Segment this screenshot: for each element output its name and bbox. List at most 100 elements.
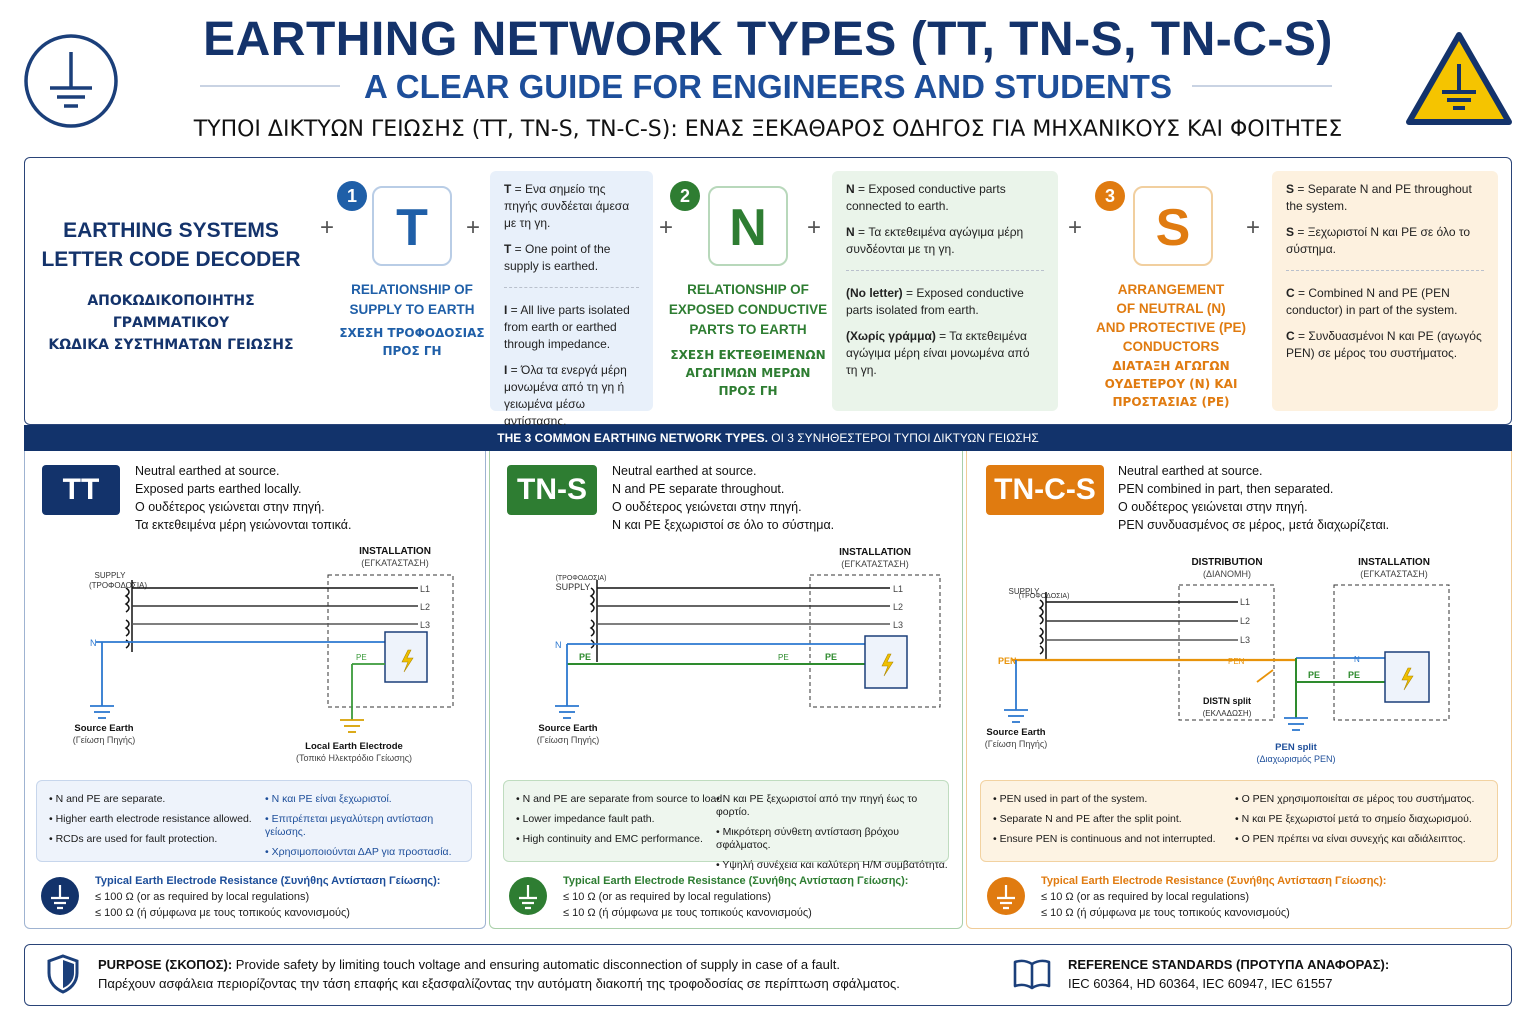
tn-c-s-diagram: DISTRIBUTION (ΔΙΑΝΟΜΗ) INSTALLATION (ΕΓΚ… [985,557,1450,764]
tn-s-source-earth-label-greek: (Γείωση Πηγής) [537,735,599,745]
tn-s-installation-label-greek: (ΕΓΚΑΤΑΣΤΑΣΗ) [841,559,909,569]
decoder-title-greek-line1: ΑΠΟΚΩΔΙΚΟΠΟΙΗΤΗΣ ΓΡΑΜΜΑΤΙΚΟΥ [87,293,255,331]
definition-text: = Συνδυασμένοι N και PE (αγωγός PEN) σε … [1286,329,1482,360]
definition-text: = Exposed conductive parts isolated from… [846,286,1024,317]
definition: N = Τα εκτεθειμένα αγώγιμα μέρη συνδέοντ… [846,224,1044,258]
tn-s-panel [489,451,963,929]
tt-description-line: Τα εκτεθειμένα μέρη γειώνονται τοπικά. [135,518,352,532]
tn-s-bullets-greek: N και PE ξεχωριστοί από την πηγή έως το … [716,793,948,879]
definition-text: = Ενα σημείο της πηγής συνδέεται άμεσα μ… [504,182,630,230]
letter-s-definitions: S = Separate N and PE throughout the sys… [1272,171,1498,411]
letter-s-label-line: OF NEUTRAL (N) [1116,301,1226,316]
letter-t-label-greek-line: ΠΡΟΣ ΓΗ [382,344,442,358]
list-item: PEN used in part of the system. [993,793,1216,806]
definition-key: (Χωρίς γράμμα) [846,329,936,343]
shield-icon [47,954,79,994]
tt-badge: TT [42,465,120,515]
purpose-text: PURPOSE (ΣΚΟΠΟΣ): Provide safety by limi… [98,955,978,993]
decoder-title-line1: EARTHING SYSTEMS [63,219,279,242]
tn-c-s-source-earth-label: Source Earth [986,727,1045,738]
resistance-title: Typical Earth Electrode Resistance (Συνή… [95,875,441,887]
tt-neutral-label: N [90,638,97,648]
list-item: Ο PEN πρέπει να είναι συνεχής και αδιάλε… [1235,833,1474,846]
definition: I = All live parts isolated from earth o… [504,302,639,353]
decoder-title: EARTHING SYSTEMS LETTER CODE DECODER [40,216,302,274]
tn-c-s-line-label: L1 [1240,597,1250,607]
definition-key: C [1286,286,1295,300]
tn-c-s-transformer-coils [1038,592,1047,660]
step-number-2: 2 [670,181,700,211]
banner-greek: ΟΙ 3 ΣΥΝΗΘΕΣΤΕΡΟΙ ΤΥΠΟΙ ΔΙΚΤΥΩΝ ΓΕΙΩΣΗΣ [767,431,1039,445]
definition-key: T [504,242,512,256]
letter-n-label-line: RELATIONSHIP OF [687,282,809,297]
tn-c-s-description-line: Neutral earthed at source. [1118,464,1263,478]
plus-sign: + [320,214,335,241]
tn-s-badge: TN-S [507,465,597,515]
definition: (No letter) = Exposed conductive parts i… [846,285,1044,319]
tt-description-line: Neutral earthed at source. [135,464,280,478]
letter-s-label-line: AND PROTECTIVE (PE) [1095,320,1246,335]
letter-n-label-greek: ΣΧΕΣΗ ΕΚΤΕΘΕΙΜΕΝΩΝ ΑΓΩΓΙΜΩΝ ΜΕΡΩΝ ΠΡΟΣ Γ… [662,346,834,400]
list-item: N and PE are separate from source to loa… [516,793,726,806]
tn-s-supply-label: SUPPLY [556,582,591,592]
tt-installation-label-greek: (ΕΓΚΑΤΑΣΤΑΣΗ) [361,558,429,568]
definition-text: = All live parts isolated from earth or … [504,303,630,351]
tn-c-s-installation-boundary [1333,584,1450,721]
definition-text: = Τα εκτεθειμένα αγώγιμα μέρη είναι μονω… [846,329,1030,377]
letter-n-label-line: EXPOSED CONDUCTIVE [668,302,828,317]
tn-c-s-line-label: L2 [1240,616,1250,626]
resistance-value: ≤ 100 Ω (or as required by local regulat… [95,891,310,903]
tn-c-s-source-earth-icon [1004,709,1028,723]
tn-s-source-earth-icon [555,705,579,719]
tn-c-s-supply-label: SUPPLY [1009,587,1041,596]
tn-c-s-description-line: PEN συνδυασμένος σε μέρος, μετά διαχωρίζ… [1118,518,1390,532]
letter-s-box: S [1133,186,1213,266]
tt-description-line: Ο ουδέτερος γειώνεται στην πηγή. [135,500,325,514]
resistance-value-greek: ≤ 10 Ω (ή σύμφωνα με τους τοπικούς κανον… [1041,907,1290,919]
definition-text: = One point of the supply is earthed. [504,242,611,273]
definition-text: = Ξεχωριστοί N και PE σε όλο το σύστημα. [1286,225,1471,256]
tn-s-line-label: L3 [893,620,903,630]
definition-text: = Τα εκτεθειμένα αγώγιμα μέρη συνδέονται… [846,225,1024,256]
tn-c-s-resistance: Typical Earth Electrode Resistance (Συνή… [1041,874,1386,921]
list-item: Ο PEN χρησιμοποιείται σε μέρος του συστή… [1235,793,1475,806]
tt-line-label: L3 [420,620,430,630]
tn-s-description-line: N and PE separate throughout. [612,482,785,496]
tt-installation-label: INSTALLATION [359,546,431,557]
tn-c-s-pen-split-label: PEN split [1275,742,1318,753]
definition: T = Ενα σημείο της πηγής συνδέεται άμεσα… [504,181,639,232]
tn-c-s-line-label: L3 [1240,635,1250,645]
tn-c-s-installation-label: INSTALLATION [1358,557,1430,568]
footer-panel [24,944,1512,1006]
definition-text: = Separate N and PE throughout the syste… [1286,182,1472,213]
letter-n-box: N [708,186,788,266]
letter-t-label-greek-line: ΣΧΕΣΗ ΤΡΟΦΟΔΟΣΙΑΣ [339,326,485,340]
letter-t-label: RELATIONSHIP OF SUPPLY TO EARTH [332,280,492,320]
letter-n-label-greek-line: ΣΧΕΣΗ ΕΚΤΕΘΕΙΜΕΝΩΝ [670,348,826,362]
resistance-value: ≤ 10 Ω (or as required by local regulati… [563,891,772,903]
page-subtitle: A CLEAR GUIDE FOR ENGINEERS AND STUDENTS [364,68,1172,105]
letter-s-label-line: ARRANGEMENT [1117,282,1225,297]
tn-c-s-bullets-english: PEN used in part of the system. Separate… [993,793,1216,853]
lightning-icon [881,653,894,677]
plus-sign: + [1246,214,1261,241]
tn-s-description-line: Ο ουδέτερος γειώνεται στην πηγή. [612,500,802,514]
tt-line-label: L2 [420,602,430,612]
letter-t-box: T [372,186,452,266]
step-number-3: 3 [1095,181,1125,211]
list-item: Χρησιμοποιούνται ΔΑΡ για προστασία. [265,846,471,859]
tn-s-installation-label: INSTALLATION [839,547,911,558]
purpose-english: Provide safety by limiting touch voltage… [232,957,840,972]
tn-c-s-supply-label-greek: (ΤΡΟΦΟΔΟΣΙΑ) [1019,593,1070,600]
list-item: Higher earth electrode resistance allowe… [49,813,252,826]
definition-key: S [1286,225,1295,239]
definition-key: N [846,182,855,196]
tn-c-s-panel [966,451,1512,929]
tn-s-bullets: N and PE are separate from source to loa… [503,780,949,871]
tn-s-neutral-label: N [555,640,562,650]
tn-c-s-badge: TN-C-S [986,465,1104,515]
lightning-icon [401,649,414,673]
reference-label: REFERENCE STANDARDS (ΠΡΟΤΥΠΑ ΑΝΑΦΟΡΑΣ): [1068,957,1390,972]
tn-c-s-dist-split-label: DISTN split [1203,696,1251,706]
letter-s-label: ARRANGEMENT OF NEUTRAL (N) AND PROTECTIV… [1086,280,1256,356]
